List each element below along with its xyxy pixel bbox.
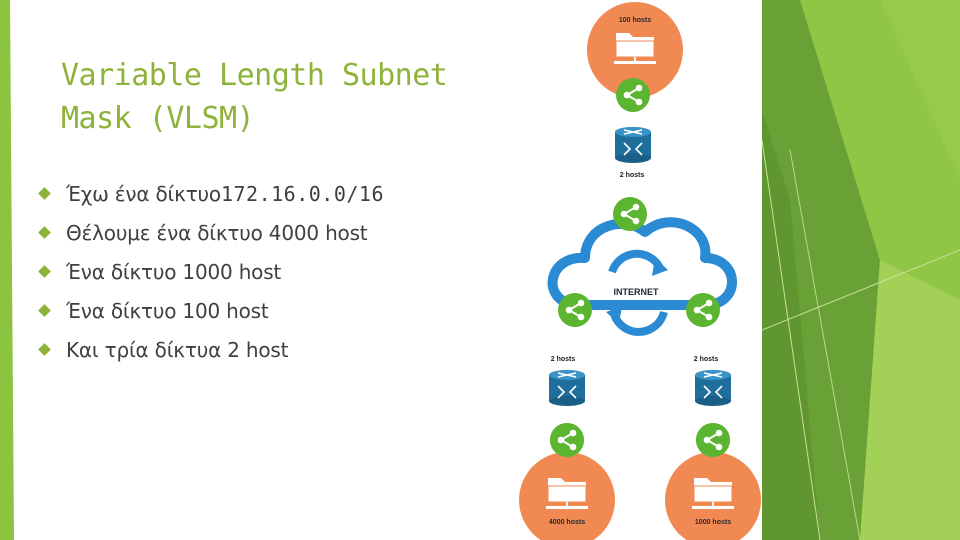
share-icon — [685, 292, 721, 328]
bullet-code: 172.16.0.0/16 — [220, 181, 384, 206]
left-link-label: 2 hosts — [551, 356, 576, 363]
bullet-item: Και τρία δίκτυα 2 host — [38, 330, 384, 369]
bullet-list: Έχω ένα δίκτυο 172.16.0.0/16 Θέλουμε ένα… — [38, 174, 384, 369]
bullet-item: Θέλουμε ένα δίκτυο 4000 host — [38, 213, 384, 252]
bullet-item: Ένα δίκτυο 1000 host — [38, 252, 384, 291]
share-icon — [549, 422, 585, 458]
bullet-text: Θέλουμε ένα δίκτυο 4000 host — [66, 220, 368, 245]
lan-node-left — [519, 452, 615, 540]
lan-node-top — [587, 2, 683, 98]
internet-label: INTERNET — [614, 287, 660, 297]
slide-title: Variable Length Subnet Mask (VLSM) — [61, 58, 448, 136]
router-icon — [548, 369, 586, 407]
share-icon — [695, 422, 731, 458]
share-icon — [557, 292, 593, 328]
right-link-label: 2 hosts — [694, 356, 719, 363]
top-lan-label: 100 hosts — [619, 17, 651, 24]
router-icon — [694, 369, 732, 407]
share-icon — [615, 77, 651, 113]
share-icon — [612, 196, 648, 232]
bullet-text: Και τρία δίκτυα 2 host — [66, 337, 289, 362]
router-icon — [614, 126, 652, 164]
right-lan-label: 1000 hosts — [695, 519, 731, 526]
bullet-text: Ένα δίκτυο 100 host — [66, 298, 269, 323]
top-link-label: 2 hosts — [620, 172, 645, 179]
bullet-text: Ένα δίκτυο 1000 host — [66, 259, 282, 284]
lan-node-right — [665, 452, 761, 540]
bullet-text: Έχω ένα δίκτυο — [66, 181, 221, 206]
internet-cloud — [547, 217, 737, 336]
left-lan-label: 4000 hosts — [549, 519, 585, 526]
bullet-item: Ένα δίκτυο 100 host — [38, 291, 384, 330]
bullet-item: Έχω ένα δίκτυο 172.16.0.0/16 — [38, 174, 384, 213]
